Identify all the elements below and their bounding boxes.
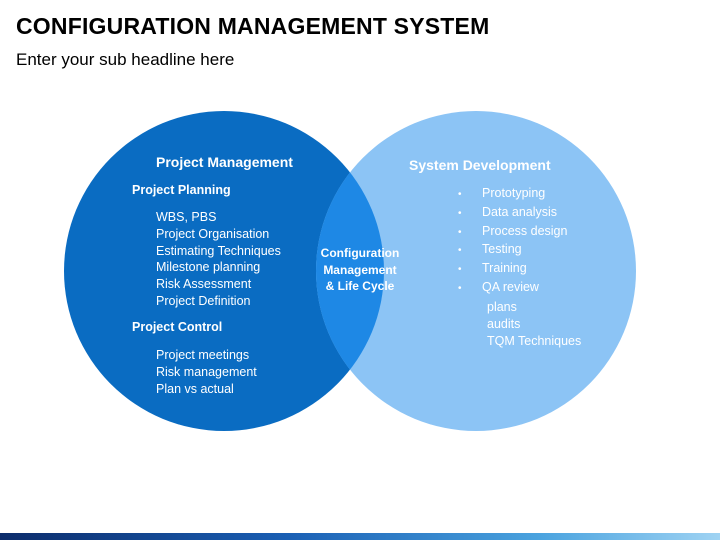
list-item: Project Organisation — [156, 226, 270, 241]
list-item: Project meetings — [156, 348, 250, 362]
right-circle-heading: System Development — [409, 157, 551, 173]
list-item: Process design — [458, 223, 567, 242]
list-item: Testing — [458, 241, 567, 260]
list-item: Milestone planning — [156, 260, 261, 275]
section-heading-project-planning: Project Planning — [132, 183, 231, 197]
page-title: CONFIGURATION MANAGEMENT SYSTEM — [16, 13, 490, 39]
system-development-bullets: Prototyping Data analysis Process design… — [458, 185, 567, 298]
left-circle — [64, 111, 384, 431]
list-item: Data analysis — [458, 204, 567, 223]
list-item: Estimating Techniques — [156, 243, 281, 258]
section-heading-project-control: Project Control — [132, 320, 223, 334]
project-control-list: Project meetings Risk management Plan vs… — [156, 347, 257, 397]
list-item: Prototyping — [458, 185, 567, 204]
page-subtitle: Enter your sub headline here — [16, 50, 235, 69]
bottom-accent-bar — [0, 533, 720, 540]
system-development-extra-list: plans audits TQM Techniques — [487, 299, 581, 349]
list-item-text: Process design — [482, 223, 568, 238]
project-planning-list: WBS, PBS Project Organisation Estimating… — [156, 209, 281, 310]
list-item: plans — [487, 300, 517, 314]
overlap-label: Configuration Management & Life Cycle — [309, 245, 411, 295]
list-item: Risk Assessment — [156, 277, 252, 292]
list-item-text: Prototyping — [482, 186, 546, 200]
list-item: Plan vs actual — [156, 381, 234, 396]
list-item: Training — [458, 260, 567, 279]
list-item: QA review — [458, 279, 567, 298]
list-item-text: Testing — [482, 242, 522, 257]
list-item: Project Definition — [156, 293, 251, 308]
overlap-label-line: Management — [323, 262, 397, 277]
list-item-text: Training — [482, 261, 527, 276]
overlap-label-line: Configuration — [320, 246, 400, 260]
list-item: WBS, PBS — [156, 210, 217, 224]
overlap-label-line: & Life Cycle — [325, 279, 395, 293]
list-item: TQM Techniques — [487, 333, 582, 348]
left-circle-heading: Project Management — [156, 154, 293, 170]
list-item-text: QA review — [482, 279, 539, 294]
list-item: audits — [487, 316, 521, 331]
list-item-text: Data analysis — [482, 204, 558, 219]
list-item: Risk management — [156, 364, 257, 379]
